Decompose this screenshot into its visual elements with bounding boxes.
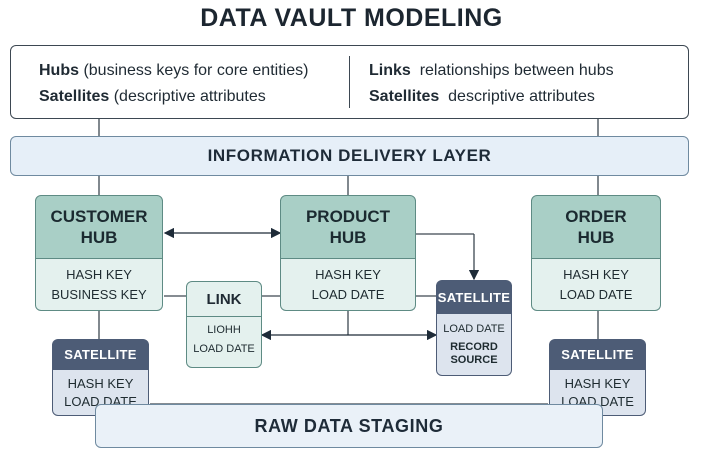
product-hub-body: HASH KEY LOAD DATE — [280, 259, 416, 311]
legend-term: Satellites — [369, 88, 440, 105]
hub-title: HUB — [577, 228, 615, 247]
satellite-center-header: SATELLITE — [436, 280, 512, 314]
order-hub-header: ORDER HUB — [531, 195, 661, 259]
hub-title: ORDER — [565, 207, 627, 226]
legend-desc: (business keys for core entities) — [79, 62, 309, 79]
hub-field: HASH KEY — [315, 267, 381, 282]
hub-title: PRODUCT — [305, 207, 391, 226]
satellite-left-header: SATELLITE — [52, 339, 149, 370]
satellite-field: HASH KEY — [67, 376, 134, 391]
raw-data-staging-layer: RAW DATA STAGING — [95, 404, 603, 448]
customer-hub-body: HASH KEY BUSINESS KEY — [35, 259, 163, 311]
legend-term: Hubs — [39, 62, 79, 79]
hub-title: HUB — [329, 228, 367, 247]
satellite-center-body: LOAD DATE RECORD SOURCE — [436, 314, 512, 376]
link-title: LINK — [187, 282, 261, 317]
information-delivery-layer: INFORMATION DELIVERY LAYER — [10, 136, 689, 176]
hub-title: CUSTOMER — [50, 207, 148, 226]
link-box: LINK LIOHH LOAD DATE — [186, 281, 262, 368]
legend-box: Hubs (business keys for core entities) S… — [10, 45, 689, 119]
satellite-field: SOURCE — [450, 354, 498, 366]
hub-field: HASH KEY — [563, 267, 629, 282]
order-hub-body: HASH KEY LOAD DATE — [531, 259, 661, 311]
legend-term: Satellites — [39, 88, 110, 105]
legend-desc: (descriptive attributes — [109, 88, 266, 105]
legend-item-satellites-right: Satellites descriptive attributes — [369, 88, 595, 106]
hub-title: HUB — [80, 228, 118, 247]
legend-item-satellites-left: Satellites (descriptive attributes — [39, 88, 266, 106]
link-field: LIOHH — [207, 324, 241, 336]
legend-desc: relationships between hubs — [410, 62, 614, 79]
satellite-right-header: SATELLITE — [549, 339, 646, 370]
hub-field: HASH KEY — [66, 267, 132, 282]
diagram-title: DATA VAULT MODELING — [200, 4, 503, 32]
link-field: LOAD DATE — [193, 343, 255, 355]
satellite-field: LOAD DATE — [443, 323, 505, 335]
hub-field: BUSINESS KEY — [51, 287, 147, 302]
hub-field: LOAD DATE — [311, 287, 385, 302]
satellite-field: RECORD — [450, 341, 498, 353]
legend-desc: descriptive attributes — [439, 88, 595, 105]
legend-item-hubs: Hubs (business keys for core entities) — [39, 62, 308, 80]
satellite-field: HASH KEY — [564, 376, 631, 391]
product-hub-header: PRODUCT HUB — [280, 195, 416, 259]
legend-divider — [349, 56, 350, 108]
legend-term: Links — [369, 62, 411, 79]
hub-field: LOAD DATE — [559, 287, 633, 302]
legend-item-links: Links relationships between hubs — [369, 62, 614, 80]
customer-hub-header: CUSTOMER HUB — [35, 195, 163, 259]
